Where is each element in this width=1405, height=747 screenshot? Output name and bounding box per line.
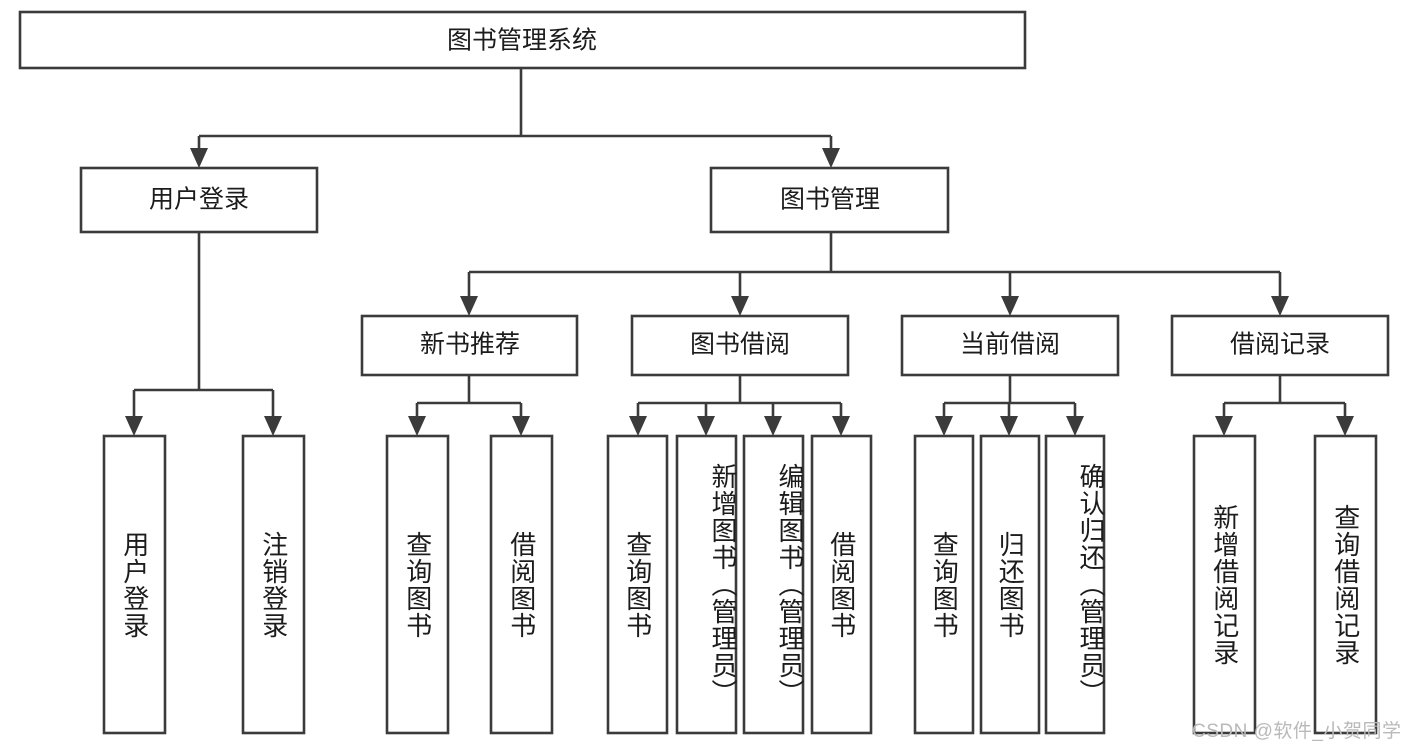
connectors-login-to-leaves [125,232,282,436]
arrow-head-leaf-user-login [125,416,143,436]
node-current[interactable] [900,314,1120,377]
node-records[interactable] [1170,314,1390,377]
arrow-head-borrow [731,296,749,316]
arrow-head-leaf-newbook-query [408,416,426,436]
arrow-head-leaf-current-return [1000,416,1018,436]
arrow-head-current [1001,296,1019,316]
connectors-root-to-level1 [190,68,840,168]
connectors-bookmgmt-to-level2 [460,232,1289,316]
node-leaf-current-confirm[interactable] [1044,434,1106,735]
arrow-head-bookmgmt [822,148,840,168]
node-root-label: 图书管理系统 [447,27,597,55]
node-leaf-borrow-add[interactable] [675,434,738,735]
node-leaf-records-query[interactable] [1313,434,1378,735]
node-leaf-records-add[interactable] [1192,434,1257,735]
node-leaf-borrow-query[interactable] [606,434,669,735]
arrow-head-newbook [460,296,478,316]
arrow-head-leaf-records-add [1215,416,1233,436]
node-bookmgmt[interactable] [709,166,950,234]
csdn-watermark: CSDN @软件_小贺同学 [1192,721,1402,742]
node-newbook-label: 新书推荐 [420,331,520,359]
arrow-head-leaf-newbook-borrow [512,416,530,436]
arrow-head-leaf-current-confirm [1066,416,1084,436]
connectors-borrow-to-leaves [629,375,850,436]
arrow-head-leaf-borrow-take [832,416,850,436]
node-borrow-label: 图书借阅 [690,331,790,359]
node-current-label: 当前借阅 [960,331,1060,359]
node-leaf-user-login[interactable] [102,434,167,735]
node-leaf-borrow-edit[interactable] [742,434,805,735]
connectors-current-to-leaves [935,375,1084,436]
node-login[interactable] [79,166,319,234]
arrow-head-leaf-borrow-edit [764,416,782,436]
node-bookmgmt-label: 图书管理 [780,186,880,214]
connectors-newbook-to-leaves [408,375,530,436]
connectors-records-to-leaves [1215,375,1354,436]
node-newbook[interactable] [360,314,579,377]
node-borrow[interactable] [630,314,850,377]
node-leaf-current-query[interactable] [913,434,975,735]
node-root[interactable] [18,10,1027,70]
arrow-head-leaf-borrow-query [629,416,647,436]
arrow-head-leaf-borrow-add [697,416,715,436]
arrow-head-login [190,148,208,168]
node-leaf-current-return[interactable] [979,434,1041,735]
node-login-label: 用户登录 [149,186,249,214]
node-leaf-borrow-take[interactable] [810,434,873,735]
node-leaf-user-logout[interactable] [241,434,306,735]
node-leaf-newbook-query[interactable] [385,434,450,735]
arrow-head-records [1271,296,1289,316]
node-leaf-newbook-borrow[interactable] [489,434,554,735]
node-records-label: 借阅记录 [1230,331,1330,359]
arrow-head-leaf-records-query [1336,416,1354,436]
arrow-head-leaf-current-query [935,416,953,436]
arrow-head-leaf-user-logout [264,416,282,436]
